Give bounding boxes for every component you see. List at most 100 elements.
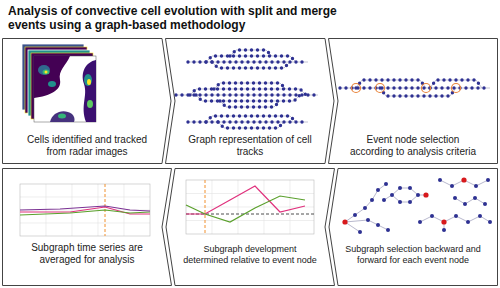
- event-graph-part: [340, 86, 490, 89]
- relative-chart-part: [186, 193, 314, 194]
- track-graph-part: [220, 101, 280, 107]
- chevron-outline: [328, 38, 498, 164]
- panel-caption-group: Subgraph time series are averaged for an…: [18, 242, 156, 266]
- track-graph-part: [206, 56, 296, 62]
- subgraphs-part: [363, 206, 367, 210]
- subgraphs-part: [466, 220, 470, 224]
- averaged-chart-part: [20, 184, 150, 236]
- subgraphs-part: [376, 223, 380, 227]
- subgraphs-part: [370, 198, 374, 202]
- chevron-outline: [329, 169, 498, 286]
- event-graph-part: [340, 80, 490, 96]
- process-panel: Subgraph selection backward and forward …: [328, 168, 498, 286]
- subgraphs-part: [353, 213, 357, 217]
- track-graph-part: [196, 95, 300, 101]
- process-panel: Graph representation of cell tracks: [165, 38, 335, 164]
- relative-chart-part: [186, 196, 305, 222]
- process-panel: Subgraph development determined relative…: [165, 168, 335, 286]
- subgraphs-part: [450, 184, 454, 188]
- subgraphs-part: [376, 188, 380, 192]
- subgraphs-part: [345, 222, 360, 232]
- track-graph-part: [176, 50, 318, 128]
- track-graph-part: [176, 50, 318, 128]
- subgraphs-part: [342, 219, 347, 224]
- track-graph-part: [212, 62, 290, 68]
- subgraphs-part: [358, 230, 362, 234]
- panel-caption: Subgraph development determined relative…: [181, 244, 319, 266]
- radar-image-stack-part: [48, 81, 56, 87]
- subgraphs-part: [478, 214, 482, 218]
- subgraphs-part: [345, 184, 386, 222]
- subgraphs-part: [345, 220, 388, 230]
- chevron-outline: [328, 168, 498, 286]
- subgraphs-part: [398, 186, 402, 190]
- averaged-chart-part: [20, 206, 150, 211]
- relative-chart-part: [186, 180, 314, 234]
- radar-image-stack-part: [45, 71, 48, 74]
- subgraphs-part: [483, 202, 487, 206]
- radar-image-stack-part: [58, 114, 66, 119]
- relative-chart-part: [186, 180, 314, 234]
- diagram-title: Analysis of convective cell evolution wi…: [8, 4, 338, 32]
- subgraphs-part: [441, 219, 446, 224]
- subgraphs-part: [366, 218, 370, 222]
- event-graph-part: [376, 84, 385, 93]
- radar-image-stack-part: [83, 60, 96, 122]
- process-panel: Subgraph time series are averaged for an…: [2, 168, 172, 286]
- track-graph: [176, 50, 318, 128]
- chevron-outline: [2, 168, 172, 286]
- averaged-chart: [20, 184, 150, 236]
- subgraphs-part: [408, 200, 412, 204]
- event-graph-part: [340, 88, 490, 89]
- radar-image-stack-part: [87, 100, 93, 108]
- event-graph-part: [380, 88, 456, 96]
- radar-image-stack-part: [43, 70, 50, 75]
- event-graph-part: [356, 80, 426, 88]
- panel-caption-group: Event node selection according to analys…: [344, 134, 482, 158]
- process-panel: Cells identified and tracked from radar …: [2, 38, 172, 164]
- radar-image-stack-part: [84, 74, 92, 86]
- radar-image-stack-part: [34, 56, 96, 122]
- radar-image-stack-part: [50, 111, 75, 122]
- chevron-outline: [165, 38, 335, 164]
- subgraphs-part: [390, 193, 394, 197]
- relative-chart-part: [186, 186, 305, 214]
- chevron-outline: [3, 39, 172, 164]
- relative-chart-part: [205, 180, 206, 234]
- panel-caption-group: Subgraph selection backward and forward …: [344, 244, 482, 266]
- subgraphs-part: [474, 184, 478, 188]
- event-graph-part: [340, 80, 490, 96]
- averaged-chart-part: [20, 210, 150, 215]
- subgraphs-part: [454, 214, 458, 218]
- radar-image-stack-part: [34, 56, 70, 98]
- subgraphs-part: [423, 192, 428, 197]
- track-graph-part: [206, 56, 296, 62]
- subgraphs-part: [455, 198, 485, 204]
- chevron-outline: [166, 39, 335, 164]
- event-graph-part: [452, 84, 461, 93]
- subgraphs-part: [416, 193, 420, 197]
- subgraphs-part: [430, 214, 434, 218]
- subgraphs-part: [453, 196, 457, 200]
- track-graph-part: [190, 89, 306, 95]
- subgraphs-part: [442, 228, 446, 232]
- subgraphs-part: [408, 186, 412, 190]
- subgraphs-part: [392, 188, 418, 202]
- averaged-chart-part: [20, 184, 150, 236]
- panel-caption: Event node selection according to analys…: [344, 134, 482, 158]
- panel-caption-group: Graph representation of cell tracks: [181, 134, 319, 158]
- track-graph-part: [206, 116, 296, 122]
- subgraphs-part: [386, 228, 390, 232]
- subgraphs-part: [342, 177, 466, 224]
- subgraphs-part: [486, 178, 490, 182]
- averaged-chart-part: [20, 207, 150, 214]
- event-graph-part: [356, 80, 426, 88]
- event-graph: [340, 80, 490, 96]
- event-graph-part: [422, 84, 431, 93]
- subgraphs-part: [488, 220, 492, 224]
- track-graph-part: [218, 122, 284, 128]
- chevron-outline: [2, 38, 172, 164]
- panel-caption: Graph representation of cell tracks: [181, 134, 319, 158]
- radar-image-stack: [22, 44, 96, 122]
